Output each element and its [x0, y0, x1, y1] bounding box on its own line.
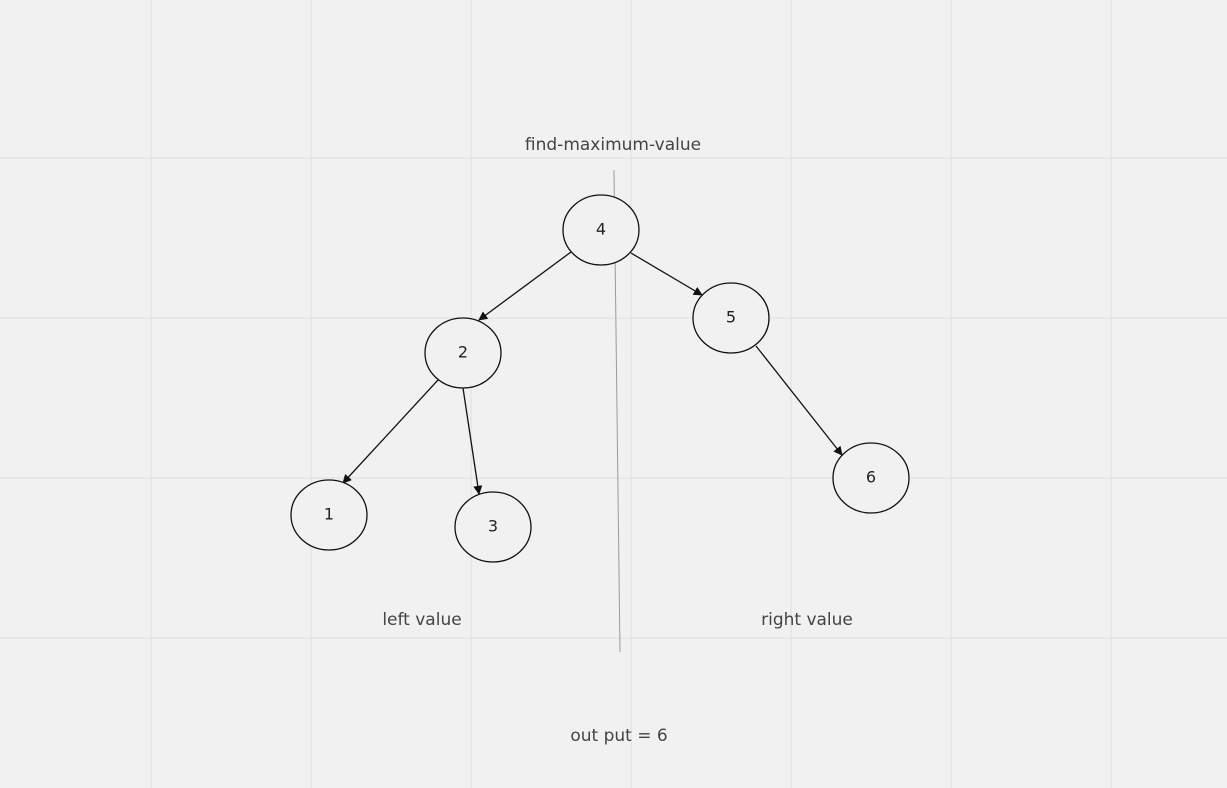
node-label: 1 [324, 505, 334, 524]
node-circle[interactable] [562, 194, 640, 266]
node-label: 3 [488, 517, 498, 536]
tree-node-4[interactable]: 4 [562, 194, 640, 266]
node-circle[interactable] [424, 317, 502, 389]
node-circle[interactable] [832, 442, 910, 514]
edge-4-to-2[interactable] [478, 251, 572, 321]
tree-node-5[interactable]: 5 [692, 282, 770, 354]
tree-node-1[interactable]: 1 [290, 479, 368, 551]
node-label: 2 [458, 343, 468, 362]
node-label: 5 [726, 308, 736, 327]
tree-edges [342, 251, 843, 495]
edge-5-to-6[interactable] [755, 345, 843, 456]
output-label[interactable]: out put = 6 [570, 726, 668, 746]
tree-nodes: 4 2 5 1 3 6 [290, 194, 910, 563]
node-circle[interactable] [454, 491, 532, 563]
left-value-label[interactable]: left value [382, 610, 462, 630]
tree-node-2[interactable]: 2 [424, 317, 502, 389]
tree-node-3[interactable]: 3 [454, 491, 532, 563]
tree-node-6[interactable]: 6 [832, 442, 910, 514]
node-circle[interactable] [692, 282, 770, 354]
node-circle[interactable] [290, 479, 368, 551]
diagram-title[interactable]: find-maximum-value [524, 135, 702, 155]
edge-2-to-1[interactable] [342, 379, 439, 484]
node-label: 4 [596, 220, 606, 239]
edge-2-to-3[interactable] [462, 387, 483, 495]
edge-4-to-5[interactable] [630, 252, 703, 296]
right-value-label[interactable]: right value [761, 610, 853, 630]
node-label: 6 [866, 468, 876, 487]
